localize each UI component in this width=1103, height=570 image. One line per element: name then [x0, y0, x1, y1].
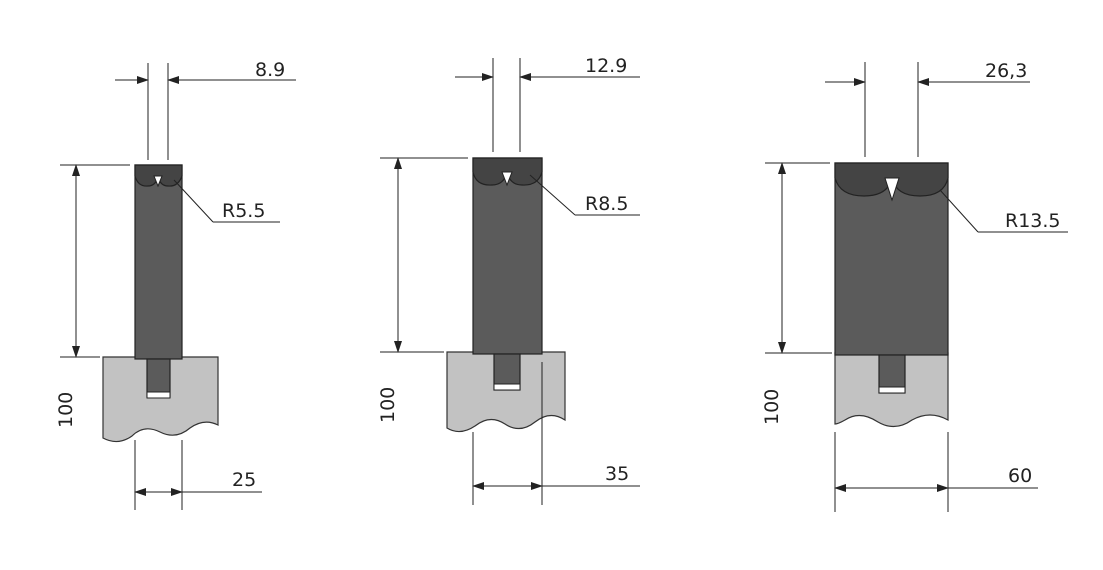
die-1-width-label: 8.9: [255, 59, 285, 81]
die-2-holder: [446, 351, 566, 433]
die-1-tang-key: [146, 391, 171, 399]
die-2-v-notch: [501, 171, 513, 187]
die-2-height-label: 100: [377, 387, 399, 423]
die-3-width-label: 26,3: [985, 60, 1027, 82]
die-2-width-label: 12.9: [585, 55, 627, 77]
die-1-body: [134, 164, 183, 360]
die-2-holder-label: 35: [605, 463, 629, 485]
die-3-v-notch: [884, 177, 900, 202]
die-1-holder: [102, 356, 219, 443]
die-2-radius-label: R8.5: [585, 193, 628, 215]
die-1: 8.9 100 R5.5 25: [55, 59, 296, 510]
die-1-tang: [146, 358, 171, 398]
die-1-height-label: 100: [55, 392, 77, 428]
die-3: 26,3 100 R13.5 60: [761, 60, 1068, 512]
die-3-radius-label: R13.5: [1005, 210, 1061, 232]
die-1-holder-label: 25: [232, 469, 256, 491]
die-2: 12.9 100 R8.5 35: [377, 55, 640, 505]
die-3-tang-key: [878, 386, 906, 394]
die-2-tang-key: [493, 383, 521, 391]
die-3-holder-label: 60: [1008, 465, 1032, 487]
die-1-v-notch: [153, 175, 163, 188]
die-2-body: [472, 157, 543, 355]
die-3-height-label: 100: [761, 389, 783, 425]
die-1-radius-label: R5.5: [222, 200, 265, 222]
